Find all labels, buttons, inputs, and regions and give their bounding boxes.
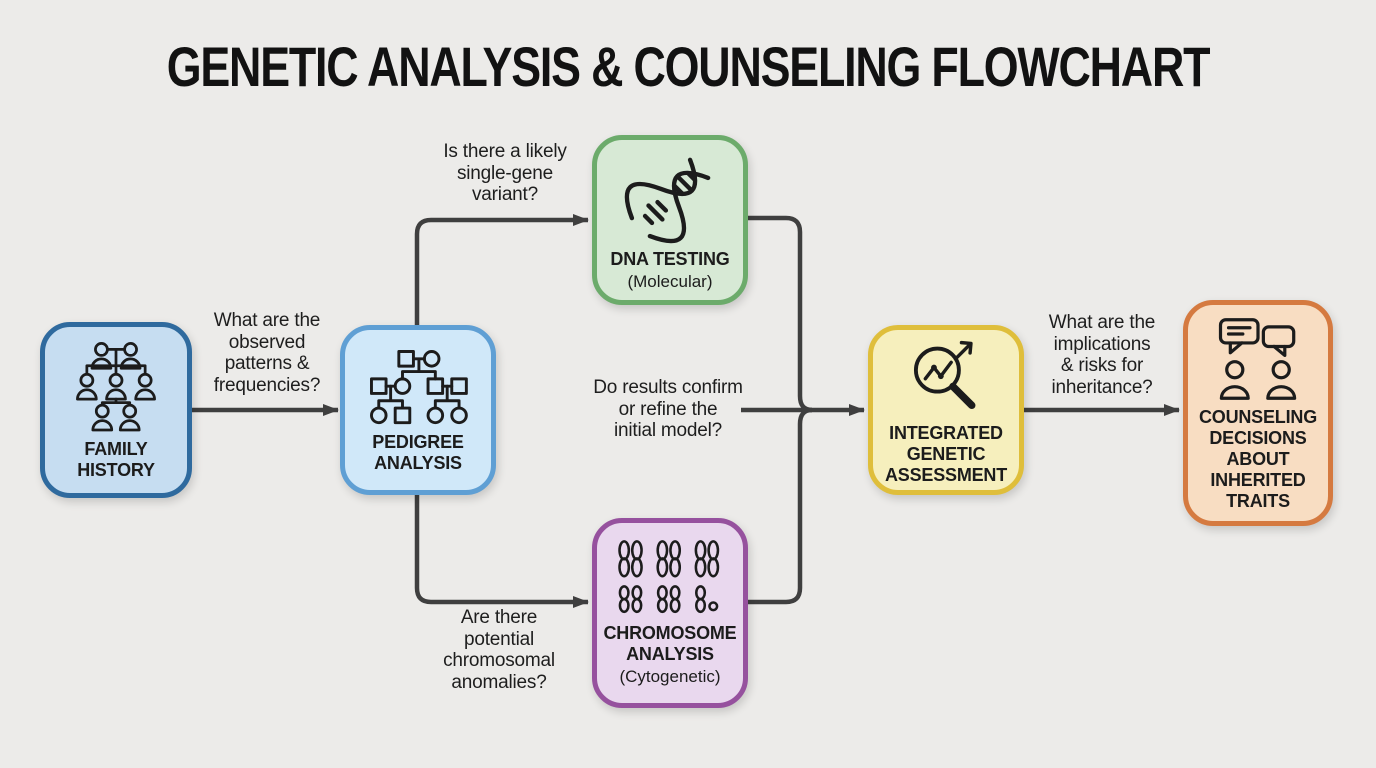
question-chromosomal-anomalies: Are there potential chromosomal anomalie… <box>443 607 555 693</box>
discussion-icon <box>1208 314 1308 404</box>
pedigree-chart-icon <box>366 347 470 429</box>
node-integrated-assessment: INTEGRATED GENETIC ASSESSMENT <box>868 325 1024 495</box>
question-results-confirm: Do results confirm or refine the initial… <box>593 377 743 442</box>
node-label-family-history: FAMILY HISTORY <box>77 438 155 480</box>
node-chromosome-analysis: CHROMOSOME ANALYSIS (Cytogenetic) <box>592 518 748 708</box>
family-tree-icon <box>72 340 160 436</box>
node-dna-testing: DNA TESTING (Molecular) <box>592 135 748 305</box>
node-family-history: FAMILY HISTORY <box>40 322 192 498</box>
node-counseling-decisions: COUNSELING DECISIONS ABOUT INHERITED TRA… <box>1183 300 1333 526</box>
node-label-pedigree-analysis: PEDIGREE ANALYSIS <box>372 431 464 473</box>
chromosomes-icon <box>614 539 726 620</box>
node-label-counseling-decisions: COUNSELING DECISIONS ABOUT INHERITED TRA… <box>1198 407 1317 511</box>
node-pedigree-analysis: PEDIGREE ANALYSIS <box>340 325 496 495</box>
question-implications-risks: What are the implications & risks for in… <box>1048 312 1156 398</box>
page-title: GENETIC ANALYSIS & COUNSELING FLOWCHART <box>166 35 1211 98</box>
question-single-gene-variant: Is there a likely single-gene variant? <box>443 141 567 206</box>
dna-helix-icon <box>621 148 719 246</box>
node-sublabel-chromosome-analysis: (Cytogenetic) <box>619 666 721 686</box>
question-observed-patterns: What are the observed patterns & frequen… <box>213 310 321 396</box>
arrow-pedigree-to-chromosome <box>414 495 589 608</box>
magnifier-trend-icon <box>903 334 989 420</box>
node-label-chromosome-analysis: CHROMOSOME ANALYSIS <box>603 622 737 664</box>
node-label-integrated-assessment: INTEGRATED GENETIC ASSESSMENT <box>884 423 1008 485</box>
node-sublabel-dna-testing: (Molecular) <box>627 272 713 292</box>
arrow-pedigree-to-dna <box>414 214 589 325</box>
node-label-dna-testing: DNA TESTING <box>610 249 730 270</box>
